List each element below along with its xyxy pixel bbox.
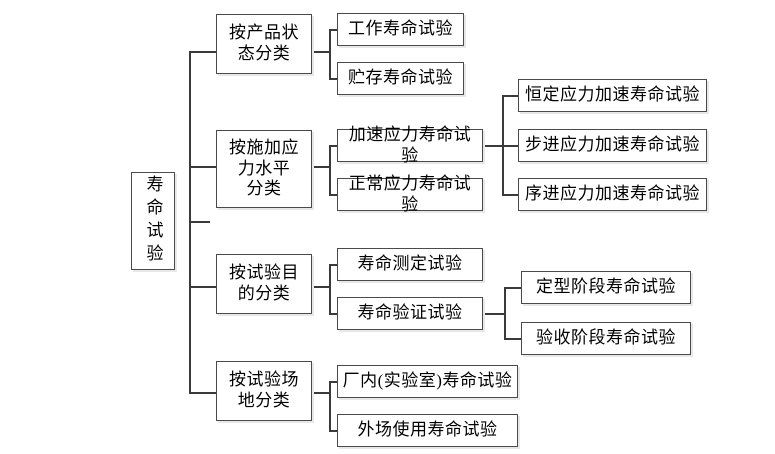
connector-g2a-stem [483,145,503,147]
connector-g4-arm-2 [329,430,337,432]
node-in-plant-lab-life-test[interactable]: 厂内(实验室)寿命试验 [337,365,518,398]
node-field-use-life-test[interactable]: 外场使用寿命试验 [337,414,518,447]
node-label: 外场使用寿命试验 [357,420,498,440]
node-label: 恒定应力加速寿命试验 [525,85,700,105]
node-label: 按试验场 地分类 [229,370,299,410]
node-constant-stress-alt[interactable]: 恒定应力加速寿命试验 [518,79,707,112]
node-working-life-test[interactable]: 工作寿命试验 [337,13,464,46]
connector-g2a-arm-1 [502,95,518,97]
node-by-stress-level[interactable]: 按施加应 力水平 分类 [216,130,312,208]
node-label: 正常应力寿命试验 [348,173,472,214]
node-step-stress-alt[interactable]: 步进应力加速寿命试验 [518,129,707,162]
connector-root-stem [190,221,210,223]
connector-g3a-stem [483,313,505,315]
connector-g3-stem [312,286,330,288]
connector-g2-bracket [329,145,331,195]
connector-g2a-arm-3 [502,194,518,196]
connector-g4-stem [312,392,330,394]
node-label: 寿命测定试验 [357,254,463,274]
node-label: 步进应力加速寿命试验 [525,135,700,155]
connector-g3-arm-1 [329,264,337,266]
connector-g1-arm-2 [329,78,337,80]
connector-root-arm-2 [189,166,216,168]
node-root-life-test[interactable]: 寿命试验 [131,172,175,270]
node-storage-life-test[interactable]: 贮存寿命试验 [337,62,464,95]
connector-g3a-arm-1 [504,287,521,289]
node-label: 工作寿命试验 [348,19,453,39]
connector-root-arm-1 [189,51,216,53]
connector-g3-bracket [329,264,331,314]
node-label: 加速应力寿命试验 [348,124,472,165]
node-accelerated-stress-life-test[interactable]: 加速应力寿命试验 [337,125,483,165]
connector-root-arm-4 [189,392,216,394]
node-label: 序进应力加速寿命试验 [525,184,700,204]
node-label: 贮存寿命试验 [348,68,453,88]
node-by-test-site[interactable]: 按试验场 地分类 [216,361,312,421]
connector-g1-bracket [329,29,331,79]
connector-g3a-bracket [504,287,506,338]
node-label: 寿命验证试验 [357,303,463,323]
connector-g1-stem [312,51,330,53]
connector-root-arm-3 [189,286,216,288]
connector-g2a-arm-2 [502,145,518,147]
node-acceptance-stage-life-test[interactable]: 验收阶段寿命试验 [521,322,691,355]
connector-g3-arm-2 [329,313,337,315]
connector-g3a-arm-2 [504,338,521,340]
node-label: 定型阶段寿命试验 [536,277,676,297]
node-by-product-state[interactable]: 按产品状 态分类 [216,14,312,74]
node-label: 按试验目 的分类 [229,263,299,303]
connector-g4-arm-1 [329,381,337,383]
node-label: 寿命试验 [143,175,163,267]
node-label: 验收阶段寿命试验 [536,328,676,348]
connector-g2-arm-1 [329,145,337,147]
node-label: 厂内(实验室)寿命试验 [342,371,513,391]
node-label: 按产品状 态分类 [229,23,299,63]
connector-g2-stem [312,166,330,168]
node-life-measurement-test[interactable]: 寿命测定试验 [337,248,483,281]
connector-g1-arm-1 [329,29,337,31]
node-by-test-purpose[interactable]: 按试验目 的分类 [216,254,312,314]
connector-root-bracket [189,51,191,393]
node-finalization-stage-life-test[interactable]: 定型阶段寿命试验 [521,271,691,304]
connector-g2-arm-2 [329,194,337,196]
node-life-verification-test[interactable]: 寿命验证试验 [337,297,483,330]
node-label: 按施加应 力水平 分类 [229,137,299,199]
node-normal-stress-life-test[interactable]: 正常应力寿命试验 [337,174,483,214]
connector-g4-bracket [329,381,331,431]
node-progressive-stress-alt[interactable]: 序进应力加速寿命试验 [518,178,707,211]
